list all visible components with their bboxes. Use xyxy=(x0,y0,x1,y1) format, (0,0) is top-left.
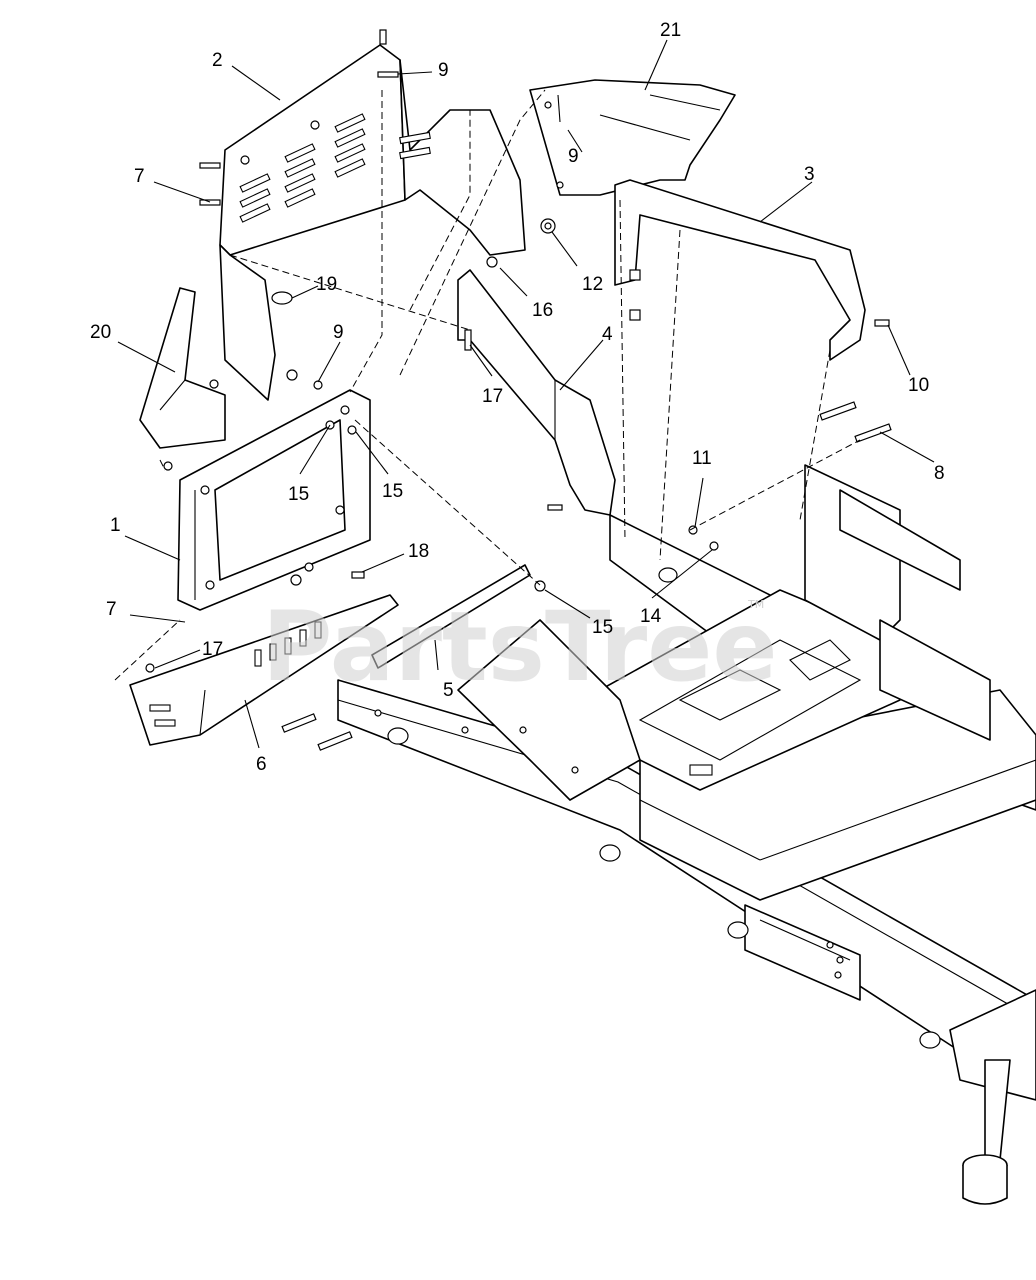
panel-slots xyxy=(239,113,431,223)
part-6-shield xyxy=(129,594,399,746)
callout-20: 20 xyxy=(90,322,111,343)
callout-18: 18 xyxy=(408,541,429,562)
callout-1: 1 xyxy=(110,515,121,536)
part-1-frame-plate xyxy=(177,389,371,611)
watermark-trademark: TM xyxy=(747,598,764,611)
callout-7-bottom: 7 xyxy=(106,599,117,620)
callout-2: 2 xyxy=(212,50,223,71)
callout-15-right: 15 xyxy=(592,617,613,638)
callout-labels: 2 9 21 7 9 3 19 12 16 20 9 4 10 17 11 8 … xyxy=(90,20,945,775)
main-frame xyxy=(337,464,1036,1205)
part-3-frame xyxy=(614,179,866,361)
callout-9-top: 9 xyxy=(438,60,449,81)
callout-17-bottom: 17 xyxy=(202,639,223,660)
callout-16: 16 xyxy=(532,300,553,321)
callout-17-top: 17 xyxy=(482,386,503,407)
part-5-bracket xyxy=(371,564,641,801)
part-21-bracket xyxy=(529,79,736,196)
callout-7-top: 7 xyxy=(134,166,145,187)
watermark-text: PartsTree xyxy=(262,591,777,703)
callout-19: 19 xyxy=(316,274,337,295)
callout-4: 4 xyxy=(602,324,613,345)
leader-lines xyxy=(117,39,935,749)
callout-10: 10 xyxy=(908,375,929,396)
callout-3: 3 xyxy=(804,164,815,185)
callout-12: 12 xyxy=(582,274,603,295)
callout-15-mid: 15 xyxy=(382,481,403,502)
callout-9-mid: 9 xyxy=(333,322,344,343)
callout-14: 14 xyxy=(640,606,662,627)
part-2-panel xyxy=(219,44,526,401)
callout-15-left: 15 xyxy=(288,484,309,505)
callout-6: 6 xyxy=(256,754,267,775)
callout-21: 21 xyxy=(660,20,681,41)
callout-5: 5 xyxy=(443,680,454,701)
callout-8: 8 xyxy=(934,463,945,484)
callout-11: 11 xyxy=(692,448,712,469)
watermark: PartsTree TM xyxy=(262,591,777,703)
alignment-lines xyxy=(114,89,861,681)
callout-9-right: 9 xyxy=(568,146,579,167)
part-20-bracket xyxy=(139,287,226,449)
